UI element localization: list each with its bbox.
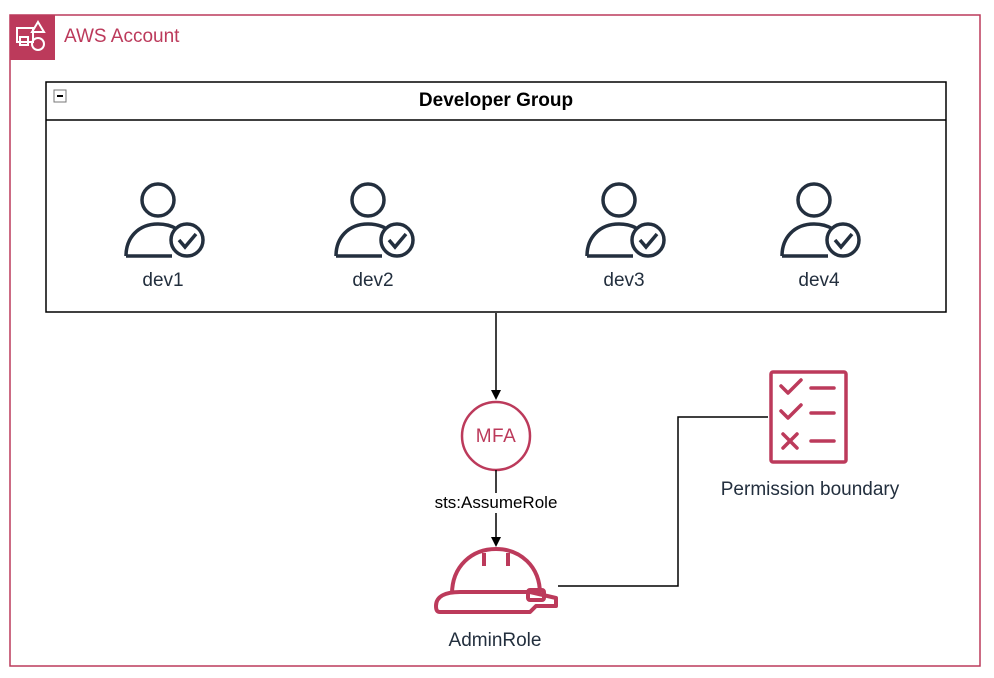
aws-account-container [9, 14, 981, 667]
edge-role-to-boundary [558, 416, 768, 587]
assume-role-edge-label: sts:AssumeRole [420, 493, 572, 513]
aws-account-icon [10, 15, 55, 60]
hard-hat-icon [434, 547, 558, 614]
aws-account-label: AWS Account [64, 26, 180, 47]
developer-group-title: Developer Group [418, 90, 574, 111]
checklist-icon [769, 370, 848, 464]
permission-boundary-label: Permission boundary [720, 479, 900, 500]
user-label-dev1: dev1 [142, 270, 184, 291]
user-label-dev4: dev4 [798, 270, 840, 291]
collapse-icon[interactable] [53, 89, 67, 103]
user-label-dev3: dev3 [603, 270, 645, 291]
admin-role-label: AdminRole [448, 630, 542, 651]
mfa-label: MFA [475, 426, 517, 447]
user-label-dev2: dev2 [352, 270, 394, 291]
